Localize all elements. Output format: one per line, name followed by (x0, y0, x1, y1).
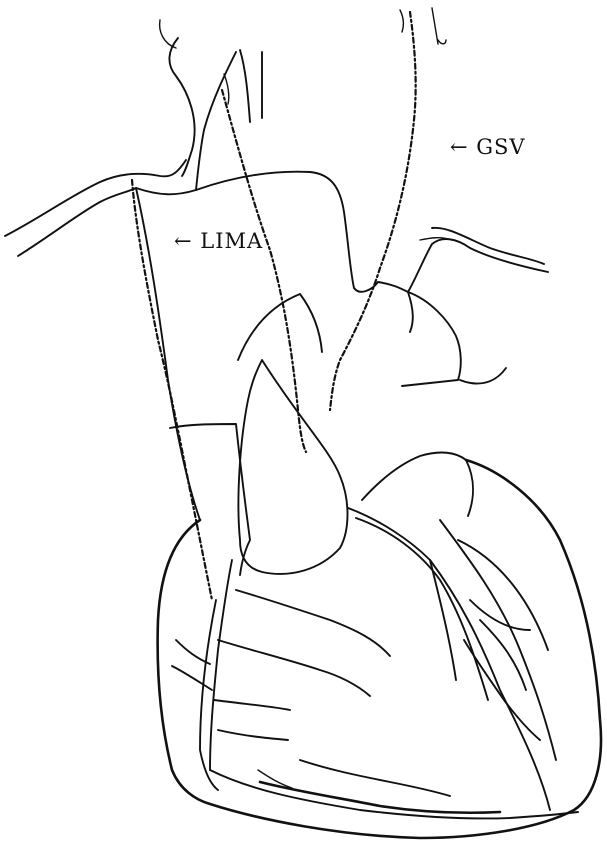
right-pulmonary-vessel-lower (432, 228, 544, 264)
right-pulmonary-vessel-upper (378, 239, 548, 292)
circumflex-branch-2 (458, 540, 548, 650)
left-atrium-outline (402, 292, 461, 386)
diagonal-branch-1 (470, 600, 530, 690)
gsv-graft-top-ties (224, 8, 446, 104)
acute-marginal-branch (300, 760, 450, 796)
pericardial-reflection-right (460, 368, 506, 384)
diagonal-branch-2 (464, 640, 540, 740)
pulmonary-trunk-outline (238, 294, 322, 360)
lad-artery (348, 508, 550, 810)
rca-branch-upper (236, 590, 390, 656)
subclavian-artery-lower-wall (18, 188, 196, 256)
brachiocephalic-branch-left-wall (169, 38, 194, 176)
gsv-label: ← GSV (450, 137, 526, 158)
neck-vessel-left (240, 50, 250, 122)
subclavian-artery-upper-wall (5, 160, 186, 236)
posterior-descending-artery (210, 770, 578, 819)
lima-label: ← LIMA (174, 231, 263, 252)
brachiocephalic-branch-right-wall (196, 52, 236, 190)
heart-inner-left-outline (200, 600, 218, 790)
rca-branch-lower (214, 700, 290, 740)
rca-branch-middle (218, 640, 370, 696)
heart-outer-outline (158, 460, 601, 838)
gsv-graft-left (222, 90, 306, 452)
gsv-graft-right (330, 12, 416, 410)
right-ventricle-outline (362, 453, 473, 516)
right-coronary-artery (210, 560, 232, 770)
